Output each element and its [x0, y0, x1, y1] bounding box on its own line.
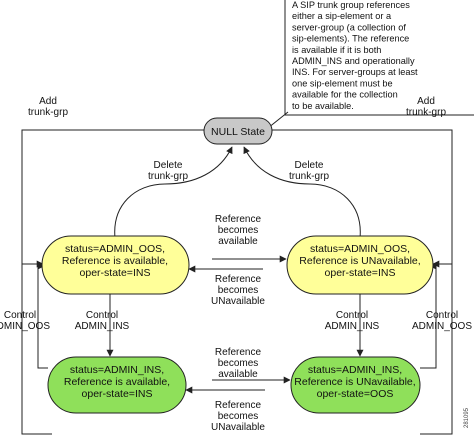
control-ins-right-label-line-1: Control: [336, 310, 368, 321]
control-oos-left-arrow: [37, 262, 48, 369]
add-right-loop: [272, 129, 453, 435]
state-tr-label-line-1: status=ADMIN_OOS,: [310, 243, 410, 255]
control-ins-right-label-line-2: ADMIN_INS: [325, 321, 380, 332]
ref-unavailable-top-label-line-1: Reference: [215, 274, 262, 285]
control-ins-left-label-line-1: Control: [86, 310, 118, 321]
note-text-line-4: sip-elements). The reference: [292, 34, 409, 44]
ref-unavailable-bottom-label-line-1: Reference: [215, 400, 262, 411]
note-text-line-2: either a sip-element or a: [292, 11, 392, 21]
state-br-label-line-2: Reference is UNavailable,: [294, 376, 415, 388]
null-state: [203, 117, 273, 145]
add-left-label-line-1: Add: [39, 96, 57, 107]
note-text-line-10: to be available.: [292, 101, 354, 111]
ref-unavailable-bottom-label-line-2: becomes: [218, 411, 259, 422]
add-left-loop: [21, 129, 204, 435]
ref-available-top-label-line-3: available: [218, 236, 258, 247]
delete-left-label-line-2: trunk-grp: [148, 171, 188, 182]
delete-left-label-line-1: Delete: [154, 160, 183, 171]
note-pointer: [267, 111, 289, 129]
state-tl-label-line-2: Reference is available,: [62, 255, 168, 267]
state-admin-ins-available: [47, 356, 187, 414]
state-tl-label-line-3: oper-state=INS: [80, 267, 151, 279]
state-admin-oos-unavailable: [286, 235, 434, 295]
note-text-line-5: is available if it is both: [292, 45, 381, 55]
ref-available-top-label-line-1: Reference: [215, 214, 262, 225]
figure-id: 281095: [464, 407, 470, 428]
ref-unavailable-bottom-label-line-3: UNavailable: [211, 422, 265, 433]
state-tl-label-line-1: status=ADMIN_OOS,: [65, 243, 165, 255]
state-br-label-line-1: status=ADMIN_INS,: [308, 364, 402, 376]
control-oos-right-label-line-2: ADMIN_OOS: [412, 321, 472, 332]
state-admin-ins-unavailable: [290, 356, 421, 414]
control-oos-right-label-line-1: Control: [426, 310, 458, 321]
ref-available-bottom-label-line-3: available: [218, 369, 258, 380]
ref-available-top-label-line-2: becomes: [218, 225, 259, 236]
state-admin-oos-available: [41, 235, 190, 295]
state-bl-label-line-3: oper-state=INS: [82, 388, 153, 400]
ref-available-bottom-label-line-1: Reference: [215, 347, 262, 358]
control-oos-left-label-line-1: Control: [4, 310, 36, 321]
note-text-line-6: ADMIN_INS and operationally: [292, 56, 415, 66]
delete-right-arrow: [243, 146, 361, 239]
note-text-line-7: INS. For server-groups at least: [292, 67, 418, 77]
state-bl-label-line-2: Reference is available,: [64, 376, 170, 388]
state-tr-label-line-2: Reference is UNavailable,: [299, 255, 420, 267]
note-text-line-9: available for the collection: [292, 90, 398, 100]
ref-available-bottom-label-line-2: becomes: [218, 358, 259, 369]
add-right-label-line-1: Add: [417, 96, 435, 107]
delete-right-label-line-2: trunk-grp: [289, 171, 329, 182]
null-state-label-line-1: NULL State: [211, 126, 265, 138]
state-bl-label-line-1: status=ADMIN_INS,: [70, 364, 164, 376]
state-tr-label-line-3: oper-state=INS: [325, 267, 396, 279]
control-oos-left-label-line-2: ADMIN_OOS: [0, 321, 50, 332]
delete-right-label-line-1: Delete: [295, 160, 324, 171]
add-right-label-line-2: trunk-grp: [406, 107, 446, 118]
add-left-label-line-2: trunk-grp: [28, 107, 68, 118]
note-box: [284, 0, 474, 116]
control-ins-left-label-line-2: ADMIN_INS: [75, 321, 130, 332]
delete-left-arrow: [114, 146, 233, 239]
note-text-line-3: server-group (a collection of: [292, 22, 406, 32]
state-br-label-line-3: oper-state=OOS: [317, 388, 394, 400]
note-text-line-8: one sip-element must be: [292, 78, 393, 88]
note-text-line-1: A SIP trunk group references: [292, 0, 410, 10]
ref-unavailable-top-label-line-2: becomes: [218, 285, 259, 296]
ref-unavailable-top-label-line-3: UNavailable: [211, 296, 265, 307]
